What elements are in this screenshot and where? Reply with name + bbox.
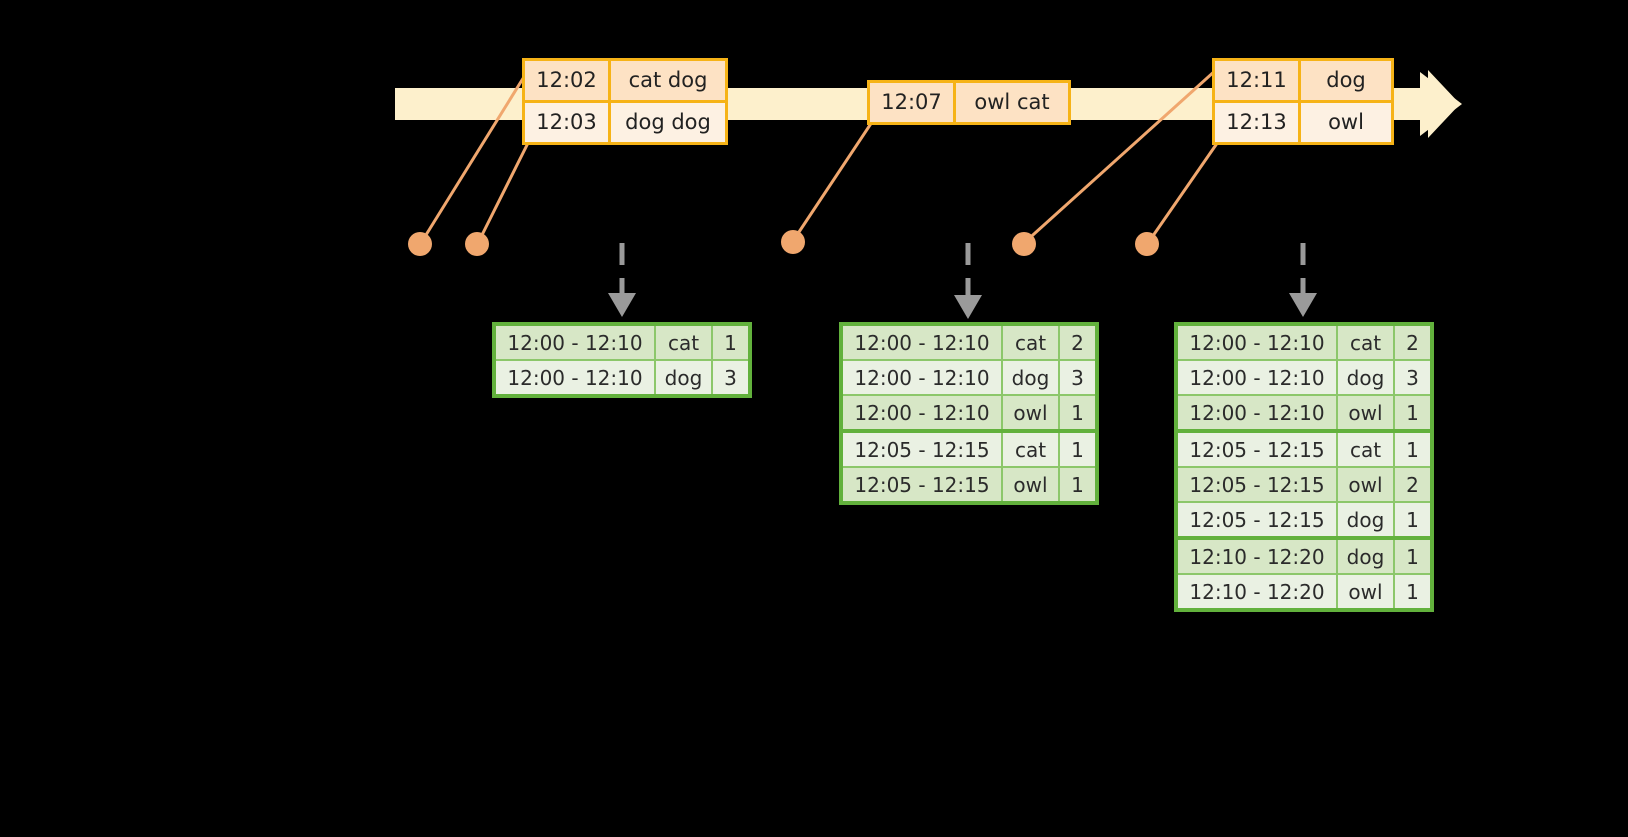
cell-word: cat — [1338, 433, 1395, 466]
cell-word: owl — [1338, 396, 1395, 429]
event-words: dog — [1301, 61, 1391, 100]
cell-word: owl — [1338, 468, 1395, 501]
cell-window: 12:00 - 12:10 — [843, 396, 1003, 429]
cell-count: 1 — [1395, 503, 1430, 536]
event-words: owl cat — [956, 83, 1068, 122]
connector-line-1213 — [1146, 138, 1222, 244]
event-dot-1211 — [1012, 232, 1036, 256]
cell-word: owl — [1003, 396, 1060, 429]
cell-count: 2 — [1395, 326, 1430, 359]
cell-window: 12:00 - 12:10 — [843, 361, 1003, 394]
cell-count: 2 — [1395, 468, 1430, 501]
event-time: 12:02 — [525, 61, 611, 100]
connector-line-1207 — [791, 121, 874, 242]
cell-count: 1 — [1395, 433, 1430, 466]
event-time: 12:07 — [870, 83, 956, 122]
event-time: 12:11 — [1215, 61, 1301, 100]
event-dot-1203 — [465, 232, 489, 256]
event-time: 12:13 — [1215, 103, 1301, 142]
cell-count: 1 — [1395, 540, 1430, 573]
cell-count: 1 — [713, 326, 748, 359]
flow-arrow-head-2 — [954, 295, 982, 319]
flow-arrow-head-1 — [608, 293, 636, 317]
cell-window: 12:00 - 12:10 — [1178, 361, 1338, 394]
event-dot-1213 — [1135, 232, 1159, 256]
cell-window: 12:05 - 12:15 — [1178, 433, 1338, 466]
flow-arrow-head-3 — [1289, 293, 1317, 317]
connector-line-1202 — [419, 71, 529, 244]
event-words: dog dog — [611, 103, 725, 142]
cell-window: 12:00 - 12:10 — [1178, 326, 1338, 359]
event-row: 12:03 dog dog — [525, 100, 725, 142]
cell-word: cat — [656, 326, 713, 359]
cell-count: 1 — [1060, 468, 1095, 501]
connector-line-1203 — [476, 138, 532, 244]
event-time: 12:03 — [525, 103, 611, 142]
event-words: owl — [1301, 103, 1391, 142]
event-dot-1202 — [408, 232, 432, 256]
cell-word: cat — [1338, 326, 1395, 359]
cell-word: owl — [1003, 468, 1060, 501]
event-box-group-1[interactable]: 12:02 cat dog 12:03 dog dog — [522, 58, 728, 145]
cell-count: 3 — [1060, 361, 1095, 394]
cell-count: 3 — [713, 361, 748, 394]
cell-count: 2 — [1060, 326, 1095, 359]
event-row: 12:11 dog — [1215, 61, 1391, 100]
flow-arrows — [619, 243, 1306, 297]
cell-word: dog — [1338, 540, 1395, 573]
event-row: 12:13 owl — [1215, 100, 1391, 142]
cell-count: 1 — [1395, 575, 1430, 608]
cell-word: dog — [1338, 361, 1395, 394]
cell-word: cat — [1003, 326, 1060, 359]
cell-count: 3 — [1395, 361, 1430, 394]
event-row: 12:02 cat dog — [525, 61, 725, 100]
cell-count: 1 — [1060, 396, 1095, 429]
cell-word: dog — [1003, 361, 1060, 394]
cell-count: 1 — [1395, 396, 1430, 429]
cell-window: 12:05 - 12:15 — [843, 468, 1003, 501]
cell-window: 12:00 - 12:10 — [496, 326, 656, 359]
event-box-group-2[interactable]: 12:07 owl cat — [867, 80, 1071, 125]
event-box-group-3[interactable]: 12:11 dog 12:13 owl — [1212, 58, 1394, 145]
cell-count: 1 — [1060, 433, 1095, 466]
cell-window: 12:05 - 12:15 — [1178, 503, 1338, 536]
event-dots — [408, 230, 1159, 256]
cell-word: owl — [1338, 575, 1395, 608]
cell-window: 12:05 - 12:15 — [843, 433, 1003, 466]
event-row: 12:07 owl cat — [870, 83, 1068, 122]
event-words: cat dog — [611, 61, 725, 100]
cell-window: 12:00 - 12:10 — [496, 361, 656, 394]
flow-arrow-heads — [608, 293, 1317, 319]
event-dot-1207 — [781, 230, 805, 254]
cell-window: 12:00 - 12:10 — [1178, 396, 1338, 429]
cell-word: dog — [1338, 503, 1395, 536]
cell-window: 12:00 - 12:10 — [843, 326, 1003, 359]
cell-word: dog — [656, 361, 713, 394]
cell-window: 12:10 - 12:20 — [1178, 575, 1338, 608]
cell-window: 12:10 - 12:20 — [1178, 540, 1338, 573]
cell-window: 12:05 - 12:15 — [1178, 468, 1338, 501]
cell-word: cat — [1003, 433, 1060, 466]
